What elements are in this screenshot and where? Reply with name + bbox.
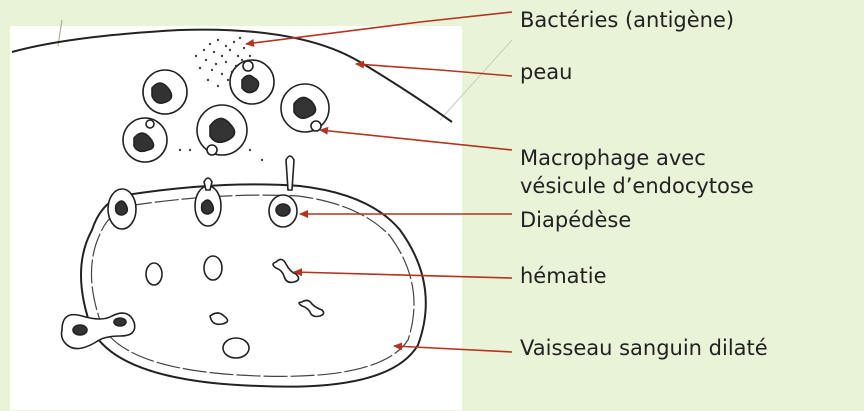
blood-vessel-inner-wall — [91, 195, 414, 376]
macrophage-cell — [123, 118, 167, 162]
diapedesis-cell — [269, 156, 297, 227]
label-diapedesis: Diapédèse — [520, 208, 631, 233]
label-macrophage-line1: Macrophage avec — [520, 146, 706, 171]
arrow-bacteria — [246, 12, 512, 44]
label-skin: peau — [520, 60, 572, 85]
label-vessel: Vaisseau sanguin dilaté — [520, 336, 768, 361]
diapedesis-cell — [108, 189, 136, 229]
diapedesis-cell — [62, 313, 135, 348]
arrow-macrophage — [320, 130, 512, 150]
label-red-cell: hématie — [520, 264, 607, 289]
arrow-red-cell — [294, 272, 512, 278]
macrophage-cell — [230, 60, 274, 104]
arrow-vessel — [394, 346, 512, 352]
label-macrophage-line2: vésicule d’endocytose — [520, 174, 754, 199]
macrophage-cell — [281, 84, 329, 132]
macrophage-cell — [197, 105, 247, 155]
macrophage-cell — [143, 70, 187, 114]
label-bacteria: Bactéries (antigène) — [520, 8, 734, 33]
